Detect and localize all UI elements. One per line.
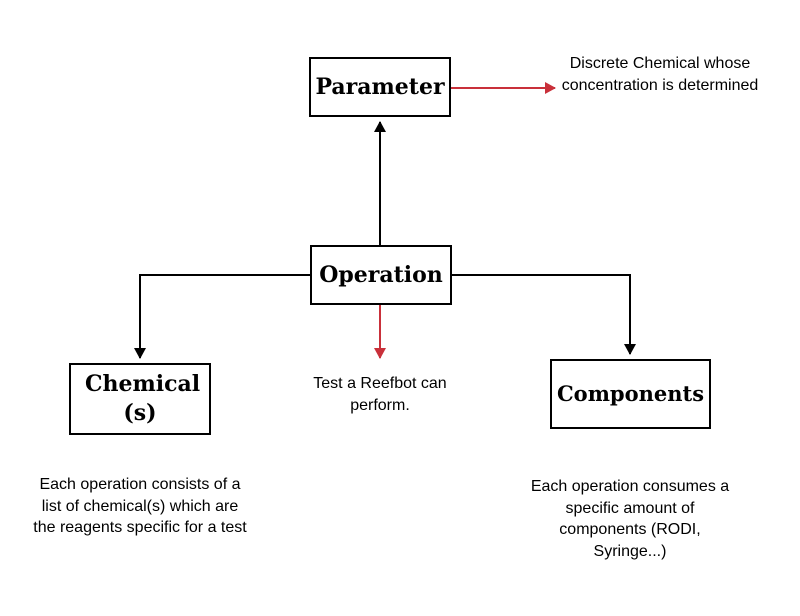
node-operation: Operation [310, 245, 452, 305]
note-parameter: Discrete Chemical whose concentration is… [561, 55, 759, 94]
node-parameter-label: Parameter [315, 73, 445, 100]
note-chemical: Each operation consists of a list of che… [33, 476, 247, 537]
edge-operation-components [452, 274, 636, 355]
node-parameter: Parameter [309, 57, 451, 117]
note-operation: Test a Reefbot can perform. [313, 375, 447, 414]
node-components: Components [550, 359, 711, 429]
edge-operation-chemical [134, 274, 310, 359]
node-operation-label: Operation [319, 261, 443, 288]
node-components-label: Components [556, 381, 705, 407]
node-chemical-label: Chemical (s) [85, 371, 201, 426]
node-chemical: Chemical (s) [69, 363, 211, 435]
note-components: Each operation consumes a specific amoun… [530, 478, 730, 560]
